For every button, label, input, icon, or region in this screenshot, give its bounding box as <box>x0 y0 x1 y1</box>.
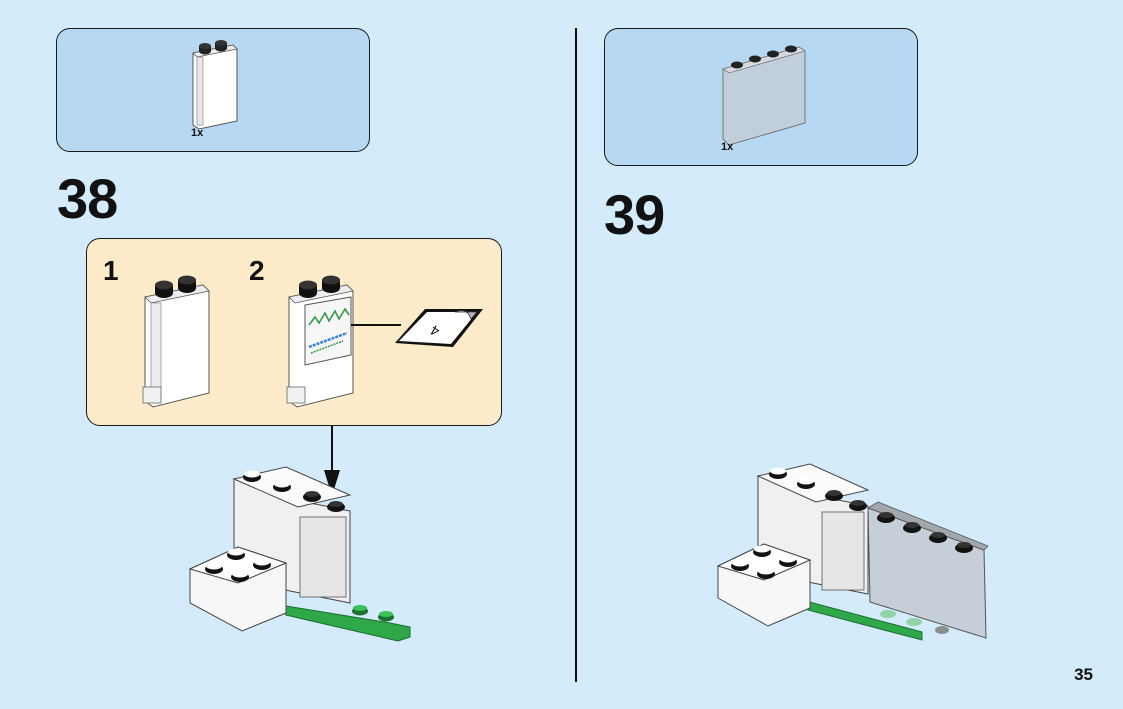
parts-box-step-38: 1x <box>56 28 370 152</box>
stickered-panel-sub-step-2 <box>286 275 354 408</box>
sub-assembly-box: 1 2 4 <box>86 238 502 426</box>
white-panel-part-icon <box>192 40 238 130</box>
step-number-38: 38 <box>57 167 118 230</box>
sub-step-number-1: 1 <box>103 255 119 286</box>
sticker-callout-line <box>351 324 401 326</box>
quantity-label: 1x <box>721 141 734 153</box>
step-number-39: 39 <box>604 183 665 246</box>
placement-arrow-icon <box>324 426 340 496</box>
quantity-label: 1x <box>191 127 204 139</box>
model-step-39 <box>716 463 989 641</box>
trans-clear-panel-part-icon <box>722 45 806 146</box>
step-divider <box>575 28 577 682</box>
white-panel-sub-step-1 <box>142 275 210 408</box>
sub-step-number-2: 2 <box>249 255 265 286</box>
sticker-icon <box>395 309 483 347</box>
parts-box-step-39: 1x <box>604 28 918 166</box>
model-step-38 <box>188 466 411 642</box>
page-number: 35 <box>1074 665 1093 684</box>
